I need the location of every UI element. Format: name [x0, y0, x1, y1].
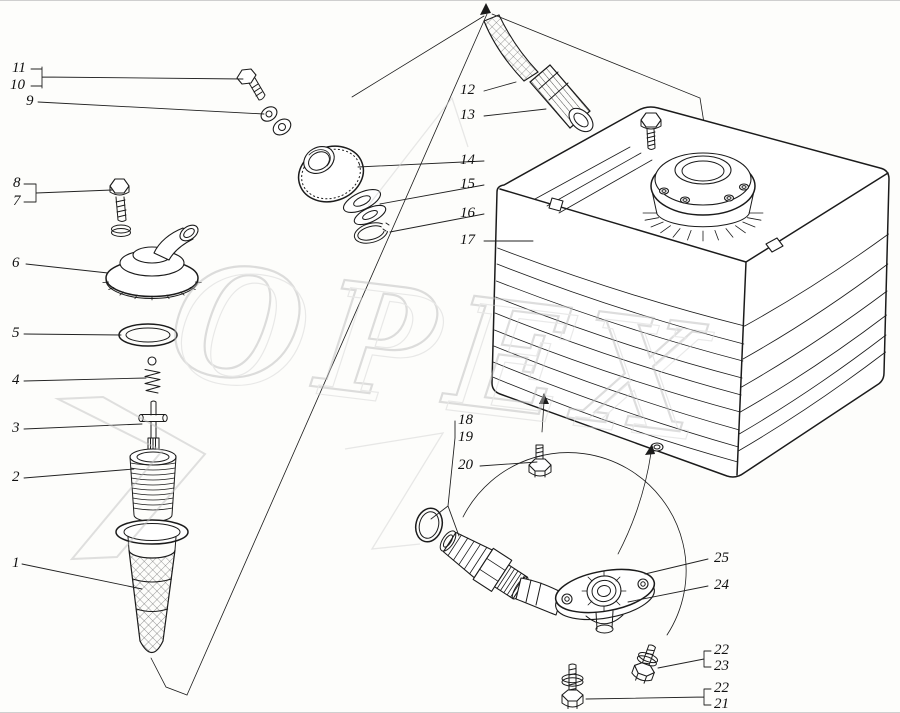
watermark-zigzag	[344, 432, 445, 550]
nut-washer	[260, 106, 292, 136]
callout-11: 11	[12, 60, 26, 76]
snap-ring	[353, 222, 391, 244]
callout-8: 8	[13, 175, 21, 191]
up-arrow-icon	[480, 3, 491, 15]
callout-16: 16	[460, 205, 475, 221]
filler-neck-flange	[642, 152, 764, 242]
up-arrow-icon	[539, 393, 549, 404]
elbow-fitting	[515, 568, 656, 634]
callout-15: 15	[460, 176, 475, 192]
callout-21: 21	[714, 696, 729, 712]
flange-bolt-bottom	[561, 663, 584, 709]
callout-25: 25	[714, 550, 729, 566]
o-ring	[414, 507, 444, 543]
valve-stem	[138, 400, 168, 454]
tank-front-ribs	[492, 247, 746, 463]
cap-bolt	[109, 178, 131, 237]
assembly-arrow	[617, 444, 655, 555]
watermark-chevron	[54, 395, 207, 561]
hose-coupling	[439, 530, 529, 600]
callout-13: 13	[460, 107, 475, 123]
elbow-tube	[515, 577, 564, 616]
callout-22a: 22	[714, 642, 729, 658]
filter-neck	[129, 448, 177, 522]
knurl-ticks	[102, 281, 202, 301]
callout-17: 17	[460, 232, 475, 248]
watermark-stroke	[367, 96, 469, 207]
fuel-tank	[491, 106, 890, 478]
leader-lines	[21, 66, 712, 706]
callout-7: 7	[13, 193, 21, 209]
callout-18: 18	[458, 412, 473, 428]
callout-10: 10	[10, 77, 25, 93]
callout-2: 2	[12, 469, 20, 485]
filler-cap	[102, 224, 202, 301]
callout-6: 6	[12, 255, 20, 271]
callout-12: 12	[460, 82, 475, 98]
sealing-washers	[342, 189, 387, 226]
flange-bolt-side	[631, 644, 659, 684]
callout-9: 9	[26, 93, 34, 109]
callout-23: 23	[714, 658, 729, 674]
mounting-bolt-top	[236, 68, 292, 136]
breather-hose	[483, 14, 594, 133]
union-nut	[297, 145, 365, 203]
tank-tab	[765, 237, 784, 253]
tank-side-ribs	[737, 233, 889, 452]
callout-3: 3	[12, 420, 20, 436]
spring	[144, 356, 161, 394]
callout-19: 19	[458, 429, 473, 445]
drain-bolt	[528, 393, 552, 478]
callout-4: 4	[12, 372, 20, 388]
callout-22b: 22	[714, 680, 729, 696]
flange-bolt	[640, 112, 662, 150]
callout-1: 1	[12, 555, 20, 571]
tank-tab	[548, 197, 564, 212]
starburst-shading	[642, 212, 764, 242]
detail-circle	[462, 452, 687, 636]
callout-5: 5	[12, 325, 20, 341]
callout-14: 14	[460, 152, 475, 168]
up-arrow-icon	[645, 444, 655, 455]
callout-24: 24	[714, 577, 729, 593]
callout-20: 20	[458, 457, 473, 473]
